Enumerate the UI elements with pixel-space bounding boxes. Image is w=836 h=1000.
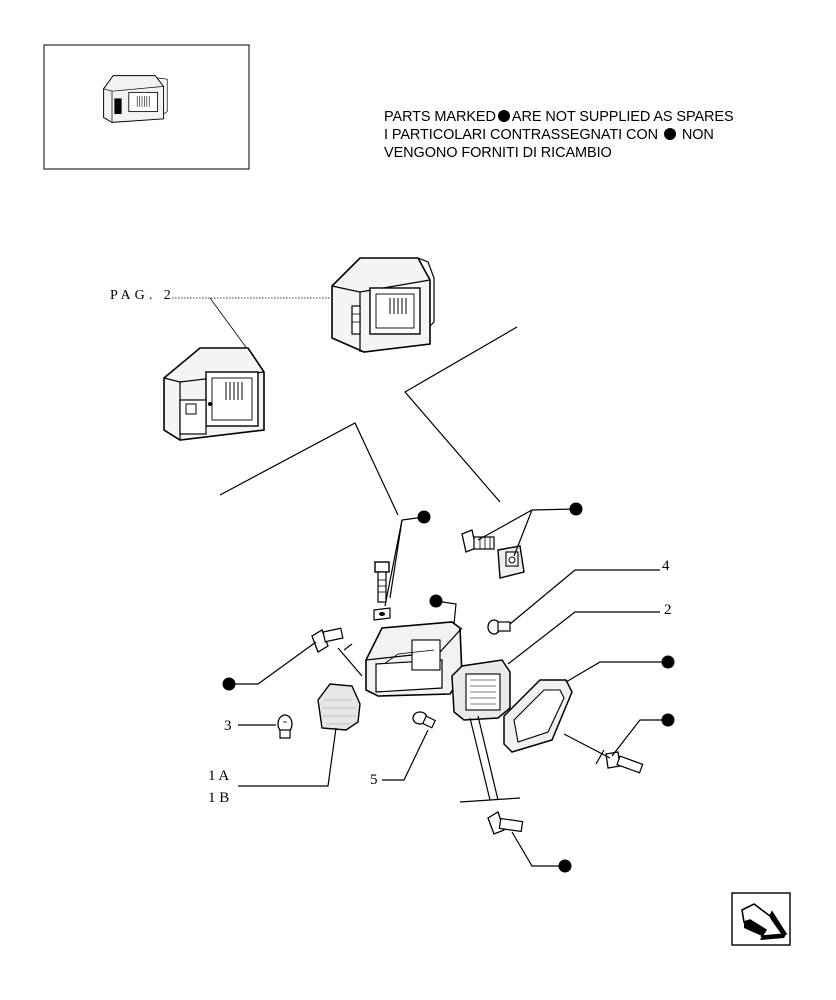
- next-page-button[interactable]: [731, 892, 791, 946]
- leader-reflector: [507, 611, 660, 665]
- side-lens: [317, 683, 361, 731]
- leader-lens: [238, 727, 337, 787]
- spares-notice: PARTS MARKED ARE NOT SUPPLIED AS SPARES I…: [384, 108, 734, 162]
- leader-bulb-4: [509, 569, 660, 625]
- assembly-lines: [459, 715, 521, 803]
- notice-line-1-end: ARE NOT SUPPLIED AS SPARES: [511, 109, 734, 125]
- explosion-lines: [219, 326, 518, 516]
- notice-line-2-start: I PARTICOLARI CONTRASSEGNATI CON: [384, 127, 658, 143]
- callout-1b: 1 B: [208, 790, 229, 806]
- not-supplied-marker-icon: [429, 594, 443, 608]
- leader-housing: [435, 600, 457, 625]
- lamp-housing: [365, 621, 463, 697]
- mounting-bolt-vertical: [373, 561, 391, 621]
- arrow-next-page-icon: [741, 903, 788, 940]
- leader-bottom-screw: [511, 831, 565, 867]
- not-supplied-marker-icon: [661, 713, 675, 727]
- leader-screw: [477, 508, 577, 541]
- not-supplied-marker-icon: [558, 859, 572, 873]
- leader-frame-bolt: [611, 719, 668, 757]
- not-supplied-marker-icon: [497, 110, 510, 122]
- assembly-line: [337, 647, 363, 677]
- frame-bolt: [605, 751, 644, 774]
- thumbnail-view[interactable]: [43, 44, 250, 170]
- notice-line-1-start: PARTS MARKED: [384, 109, 496, 125]
- not-supplied-marker-icon: [417, 510, 431, 524]
- callout-4: 4: [662, 558, 670, 574]
- callout-3: 3: [224, 718, 232, 734]
- not-supplied-marker-icon: [663, 128, 676, 140]
- bulb-5: [412, 711, 437, 729]
- reflector-2: [451, 659, 511, 721]
- not-supplied-marker-icon: [661, 655, 675, 669]
- leader-bulb-5: [382, 729, 429, 781]
- bulb-3: [277, 714, 293, 739]
- callout-2: 2: [664, 602, 672, 618]
- assembled-lamp-upper: [331, 257, 435, 353]
- not-supplied-marker-icon: [222, 677, 236, 691]
- lens-frame: [503, 679, 573, 753]
- notice-line-2-end: NON: [681, 127, 714, 143]
- leader-lens-frame: [565, 661, 668, 683]
- page-reference-label: PAG. 2: [110, 288, 175, 303]
- notice-line-3: VENGONO FORNITI DI RICAMBIO: [384, 145, 612, 161]
- assembled-lamp-lower: [163, 347, 265, 441]
- callout-1a: 1 A: [208, 768, 229, 784]
- notice-line-2: I PARTICOLARI CONTRASSEGNATI CON NON: [384, 126, 734, 144]
- reference-leader: [209, 297, 249, 351]
- leader-left-screw: [229, 641, 317, 685]
- reflector-screw: [487, 811, 524, 835]
- leader-nut: [384, 519, 403, 607]
- notice-line-1: PARTS MARKED ARE NOT SUPPLIED AS SPARES: [384, 108, 734, 126]
- assembly-line: [563, 733, 611, 759]
- housing-screw-left: [311, 627, 344, 653]
- not-supplied-marker-icon: [569, 502, 583, 516]
- leader-clip-nut: [513, 509, 533, 557]
- callout-5: 5: [370, 772, 378, 788]
- bulb-4: [487, 619, 511, 635]
